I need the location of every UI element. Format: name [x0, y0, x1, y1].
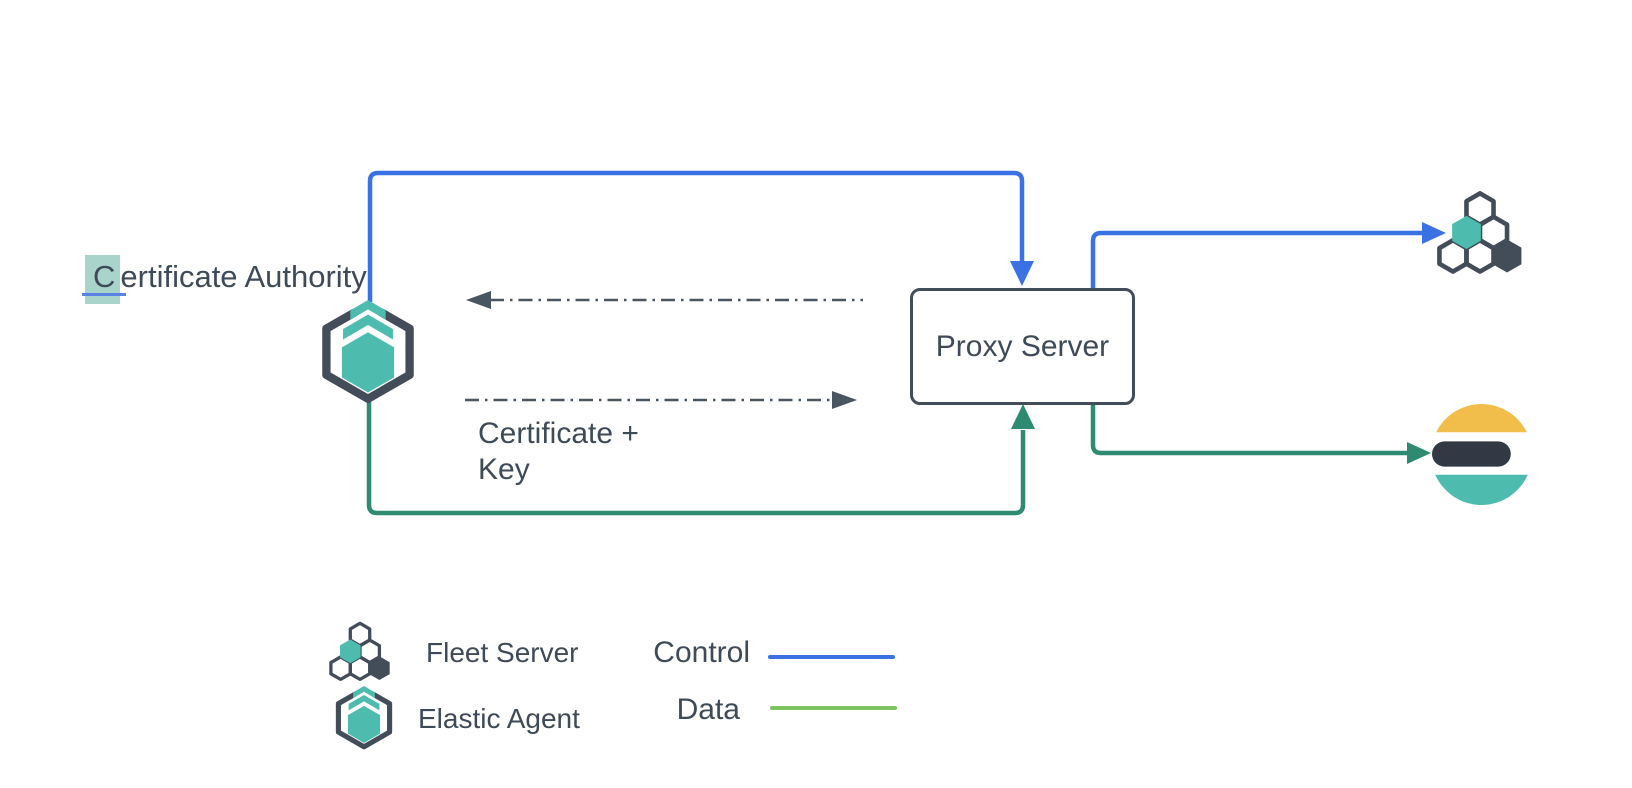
cert-dashed-arrowhead-left	[466, 291, 491, 309]
proxy-server-box: Proxy Server	[910, 288, 1135, 405]
legend-label-elastic-agent: Elastic Agent	[418, 703, 580, 734]
certificate-authority-text: ertificate Authority	[120, 259, 367, 294]
legend-control-line-swatch	[768, 655, 895, 659]
fleet-server-icon	[327, 618, 393, 684]
certificate-key-line2: Key	[478, 453, 530, 486]
control-line-agent-to-proxy	[367, 170, 1025, 302]
data-arrowhead-elasticsearch	[1407, 442, 1431, 464]
legend-label-control: Control	[653, 636, 750, 669]
legend-label-data: Data	[676, 693, 740, 726]
elasticsearch-icon	[1431, 403, 1532, 505]
certificate-authority-highlighted-char: C	[85, 255, 121, 304]
legend-data-line-swatch	[770, 706, 897, 710]
control-arrowhead-fleet	[1422, 222, 1446, 244]
data-line-proxy-to-elasticsearch	[1090, 405, 1408, 456]
proxy-server-label: Proxy Server	[935, 329, 1110, 363]
elastic-agent-icon	[332, 686, 396, 750]
data-arrowhead-proxy	[1011, 404, 1035, 429]
elastic-agent-icon	[316, 300, 420, 404]
control-line-proxy-to-fleet	[1090, 230, 1423, 288]
certificate-key-line1: Certificate +	[478, 417, 639, 450]
data-line-agent-to-proxy	[366, 400, 1026, 516]
certificate-key-label: Certificate + Key	[478, 416, 639, 488]
cert-dashed-arrowhead-right	[832, 391, 857, 409]
legend-label-fleet-server: Fleet Server	[426, 637, 579, 668]
fleet-server-icon	[1434, 186, 1526, 278]
control-arrowhead-proxy	[1010, 261, 1034, 286]
